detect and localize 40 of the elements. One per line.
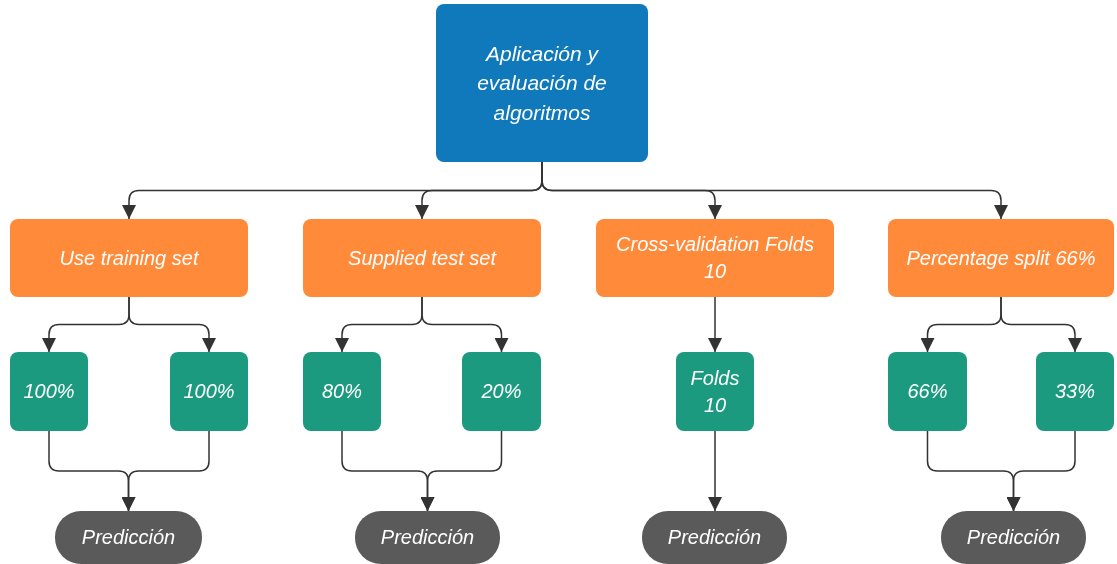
connector-arrow <box>708 296 722 353</box>
node-label: 20% <box>481 379 522 404</box>
split-box <box>462 352 541 431</box>
connector-arrow <box>420 430 503 512</box>
split-box <box>888 352 967 431</box>
connector-arrow <box>128 296 216 353</box>
node-label: Predicción <box>81 525 176 550</box>
split-box <box>303 352 381 431</box>
node-label: Predicción <box>380 525 475 550</box>
connector-arrow <box>421 296 509 353</box>
split-box <box>10 352 88 431</box>
node-label: 100% <box>23 379 75 404</box>
node-label: 80% <box>322 379 362 404</box>
split-box <box>676 352 754 431</box>
node-label: 66% <box>907 379 948 404</box>
node-label: 100% <box>183 379 235 404</box>
method-box <box>303 219 541 297</box>
result-pill <box>642 511 787 564</box>
node-label: Predicción <box>667 525 762 550</box>
method-box <box>10 219 248 297</box>
node-label: Folds 10 <box>689 365 741 418</box>
node-label: Aplicación y evaluación de algoritmos <box>476 40 608 126</box>
result-pill <box>941 511 1086 564</box>
connector-arrow <box>708 430 722 512</box>
split-box <box>170 352 248 431</box>
node-label: Predicción <box>966 525 1061 550</box>
result-pill <box>55 511 202 564</box>
root-box <box>436 4 648 162</box>
node-label: 33% <box>1055 379 1095 404</box>
node-label: Supplied test set <box>348 245 496 271</box>
connector-arrow <box>121 430 210 512</box>
split-box <box>1036 352 1114 431</box>
connector-arrow <box>1006 430 1076 512</box>
node-label: Percentage split 66% <box>906 245 1096 271</box>
result-pill <box>355 511 500 564</box>
method-box <box>888 219 1114 297</box>
connector-arrow <box>1000 296 1082 353</box>
node-label: Cross-validation Folds 10 <box>615 232 815 284</box>
node-label: Use training set <box>59 245 199 271</box>
method-box <box>596 219 834 297</box>
